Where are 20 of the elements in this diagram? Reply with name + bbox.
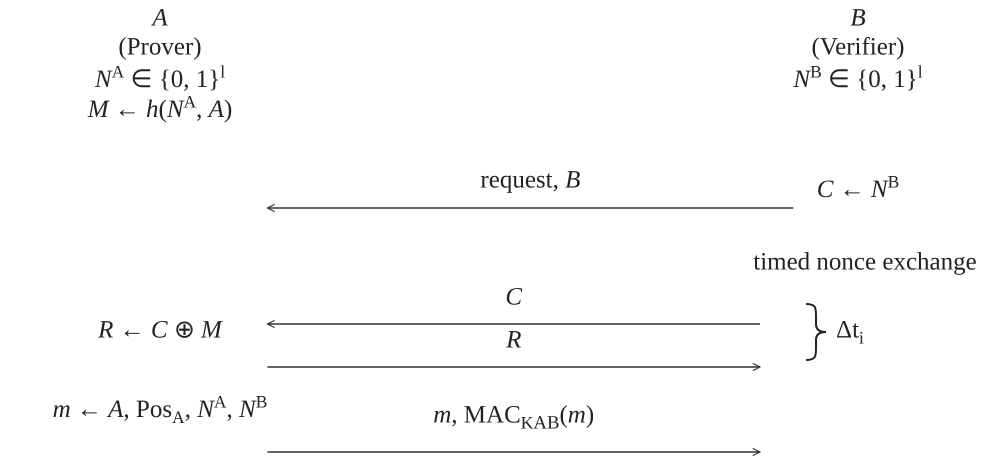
challenge-formula: C ← N$^{B}$: [816, 172, 900, 204]
party-label: B: [850, 4, 866, 32]
message-formula: m ← A, Pos$_{A}$, N$^{A}$, N$^{B}$: [52, 392, 268, 428]
nonce-formula: N$^{A}$ ∈ {0, 1}$^{l}$: [94, 62, 226, 94]
commitment-formula: M ← h(N$^{A}$, A): [88, 92, 232, 124]
arrow: [267, 362, 761, 372]
phase-label: timed nonce exchange: [753, 248, 977, 276]
edge-label: R: [506, 326, 522, 354]
edge-label: m, MAC$_{K}$$_{AB}$(m): [433, 402, 594, 434]
time-label: Δt$_{i}$: [836, 316, 864, 348]
response-formula: R ← C ⊕ M: [98, 316, 222, 344]
party-label: A: [152, 4, 168, 32]
role-label: (Prover): [118, 33, 202, 61]
role-label: (Verifier): [812, 33, 904, 61]
arrow: [266, 204, 794, 212]
arrow: [266, 320, 760, 328]
nonce-formula: N$^{B}$ ∈ {0, 1}$^{l}$: [793, 62, 923, 94]
edge-label: C: [505, 283, 522, 311]
edge-label: request, B: [480, 166, 580, 194]
arrow: [267, 448, 761, 456]
